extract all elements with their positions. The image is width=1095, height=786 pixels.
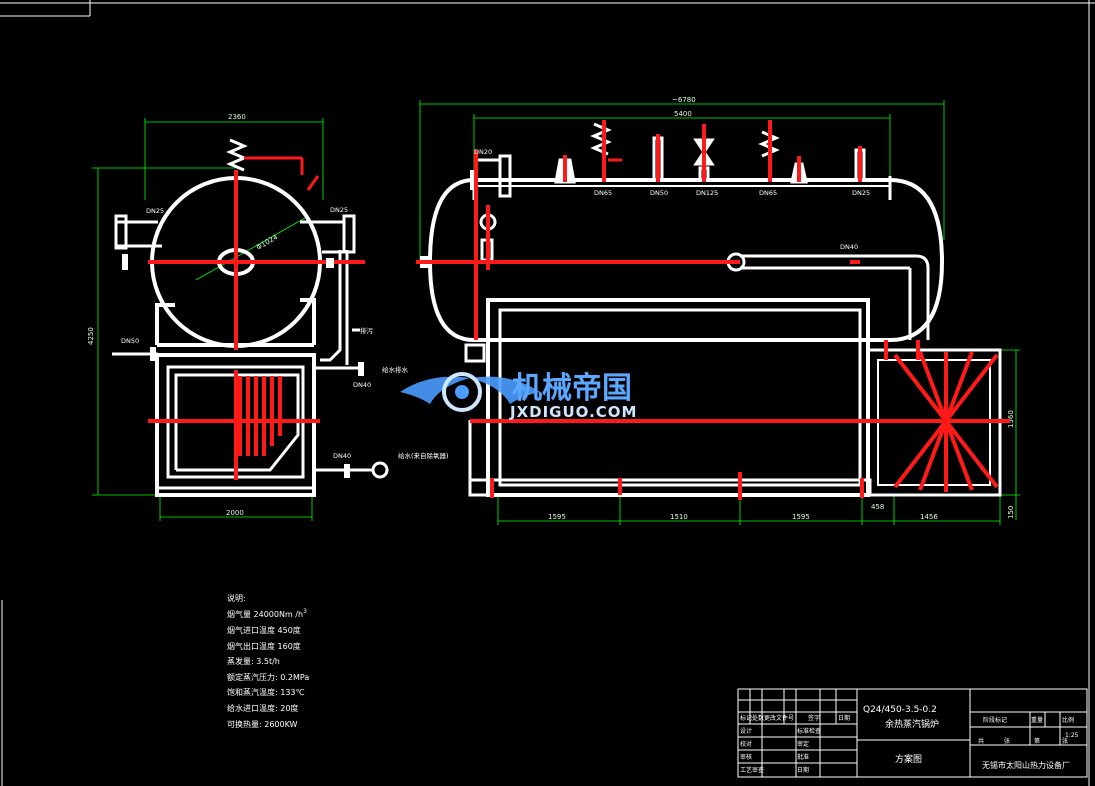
watermark-en-text: JXDIGUO.COM [509,403,637,421]
tb-weight: 重量 [1031,716,1043,724]
watermark: 机械帝国 JXDIGUO.COM [400,371,637,421]
left-nozzles [112,214,162,361]
note-line-8: 可换热量: 2600KW [227,719,298,729]
tb-review: 审定 [797,740,809,748]
note-line-7: 给水进口温度: 20度 [227,703,298,713]
tb-approve: 批准 [797,753,809,761]
tb-audit: 审核 [740,753,752,761]
dim-seg1: 1595 [548,513,566,521]
label-dn25-right: DN25 [330,206,348,214]
label-dn25-left: DN25 [146,207,164,215]
label-dn20: DN20 [474,148,492,156]
watermark-logo-icon [400,372,540,412]
tb-sheet-no: 第 [1034,737,1040,745]
notes-title: 说明: [227,593,246,603]
note-line-6: 饱和蒸汽温度: 133℃ [227,687,305,697]
front-view: ~6780 5400 1595 1510 1595 458 1456 1560 … [416,96,1020,525]
note-line-2: 烟气进口温度 450度 [227,625,301,635]
tb-date: 日期 [838,714,850,722]
tb-ratio: 比例 [1062,716,1074,724]
tb-change-doc: 更改文件号 [764,714,794,722]
tb-scale: 1:25 [1065,732,1079,739]
technical-notes: 说明: 烟气量 24000Nm /h3 烟气进口温度 450度 烟气出口温度 1… [227,593,309,729]
title-block: 标记 处数 更改文件号 签字 日期 设计 标准检查 校对 审定 审核 批准 工艺… [737,688,1088,778]
note-line-1: 烟气量 24000Nm /h3 [227,608,307,619]
note-line-3: 烟气出口温度 160度 [227,641,301,651]
top-safety-valve [226,138,320,191]
dim-right-height: 1560 [1007,410,1015,428]
dim-bottom-width: 2000 [226,509,244,517]
label-dn50: DN50 [121,337,139,345]
note-line-5: 额定蒸汽压力: 0.2MPa [227,672,309,682]
tb-sheet-unit: 张 [1004,737,1010,745]
tb-check: 校对 [740,740,752,748]
dim-seg3: 1595 [792,513,810,521]
front-dimensions [419,100,1020,525]
dim-height: 4250 [87,327,95,345]
tb-sign: 签字 [808,714,820,722]
side-dimensions [92,118,324,521]
label-dn25: DN25 [852,189,870,197]
tb-standard: 标准检查 [797,727,821,735]
dim-overall-length: ~6780 [672,96,696,104]
dim-top-width: 2360 [228,113,246,121]
note-line-4: 蒸发量: 3.5t/h [227,656,280,666]
label-drain: 排污 [360,326,374,335]
label-dn40-mid: DN40 [353,381,371,389]
label-dn65-a: DN65 [594,189,612,197]
tb-count: 处数 [752,714,764,722]
tb-company: 无锡市太阳山热力设备厂 [982,760,1070,770]
tb-process: 工艺审查 [740,766,764,774]
dim-seg5: 1456 [920,513,938,521]
dim-seg2: 1510 [670,513,688,521]
label-dn125: DN125 [696,189,718,197]
label-dn40: DN40 [840,243,858,251]
note-line-1-text: 烟气量 24000Nm /h [227,609,303,619]
dim-drum-length: 5400 [674,110,692,118]
tb-dates: 日期 [797,766,809,774]
tb-mark: 标记 [740,714,752,722]
tb-stage: 阶段标记 [983,716,1007,724]
side-view: 2360 2000 4250 Φ1024 [87,113,449,521]
tb-name: 余热蒸汽锅炉 [885,718,939,730]
watermark-cn-text: 机械帝国 [512,371,632,406]
front-centerlines [416,120,1010,500]
title-block-grid [737,688,1088,778]
dim-right-small: 150 [1007,506,1015,519]
steam-drum [427,178,945,342]
tb-model: Q24/450-3.5-0.2 [863,705,937,715]
note-line-1-sup: 3 [303,608,307,615]
dim-seg4: 458 [871,503,884,511]
label-dn50: DN50 [650,189,668,197]
label-dn65-b: DN65 [759,189,777,197]
tb-sheet-unit-2: 张 [1062,737,1068,745]
label-water-1: 给水排水 [382,365,409,374]
tb-design: 设计 [740,727,752,735]
tb-sheet-total: 共 [978,737,984,745]
label-water-2: 给水(来自除氧器) [398,451,449,460]
tb-drawing: 方案图 [895,753,922,765]
label-dn40-low: DN40 [333,452,351,460]
internal-pipe [726,252,930,340]
right-nozzles [300,214,364,478]
fin-tubes [238,376,282,456]
